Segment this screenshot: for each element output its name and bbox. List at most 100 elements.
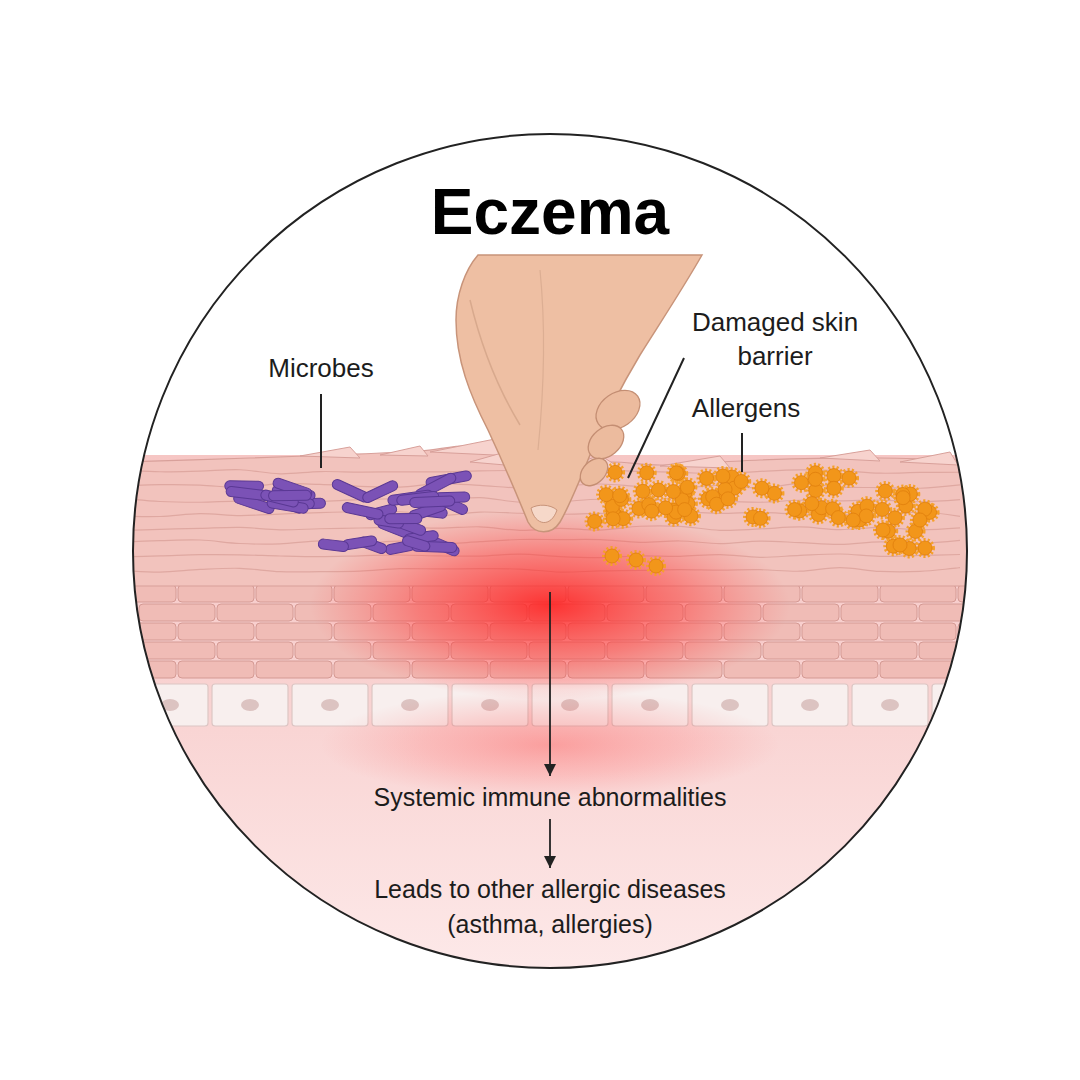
keratinocyte [802,623,878,640]
allergen-particle [645,504,659,518]
keratinocyte [100,661,176,678]
leader-line [320,394,322,468]
flow-arrow [549,819,551,868]
allergen-spikes [604,548,620,564]
allergen-particle [649,559,663,573]
allergen-particle [666,485,680,499]
allergen-particle [659,501,673,515]
lifted-flake [380,446,428,456]
keratinocyte [100,623,176,640]
flow-step: Leads to other allergic diseases (asthma… [350,872,750,942]
keratinocyte [958,661,1034,678]
keratinocyte [763,642,839,659]
keratinocyte [880,661,956,678]
pointer-arrow [549,592,551,776]
microbe-rod [341,502,383,520]
allergen-particle [755,481,769,495]
allergen-particle [588,514,602,528]
leader-line [628,358,684,478]
cell-nucleus [321,699,339,711]
allergen-particle [754,511,768,525]
allergen-particle [599,488,613,502]
allergen-particle [913,513,927,527]
allergen-spikes [650,482,666,498]
allergen-particle [918,541,932,555]
allergen-spikes [841,470,857,486]
step-text: Leads to other allergic diseases (asthma… [350,872,750,942]
allergen-spikes [639,465,655,481]
keratinocyte [880,623,956,640]
keratinocyte [841,642,917,659]
skin-cell [772,684,848,726]
cell-nucleus [961,699,979,711]
lifted-flake [820,450,880,461]
hand-shape [456,255,702,532]
allergen-particle [842,471,856,485]
frame-circle [133,134,967,968]
allergen-spikes [668,465,684,481]
allergen-particle [808,472,822,486]
allergen-spikes [635,483,651,499]
allergen-particle [734,474,748,488]
allergen-particle [700,471,714,485]
keratinocyte [178,661,254,678]
allergen-particle [629,553,643,567]
keratinocyte [61,604,137,621]
part-label: Allergens [646,392,846,426]
part-label: Damaged skin barrier [670,306,880,374]
part-label: Microbes [221,352,421,386]
skin-cell [852,684,928,726]
leader-line [741,433,743,472]
allergen-particle [608,465,622,479]
finger-crease [538,270,544,450]
allergen-particle [606,512,620,526]
allergen-particle [651,483,665,497]
allergen-particle [805,497,819,511]
keratinocyte [100,585,176,602]
keratinocyte [841,604,917,621]
keratinocyte [178,623,254,640]
keratinocyte [139,642,215,659]
allergen-particle [678,503,692,517]
allergen-particle [636,484,650,498]
finger-crease [470,300,520,425]
keratinocyte [958,585,1034,602]
allergen-particle [859,509,873,523]
allergen-spikes [587,513,603,529]
allergen-particle [831,511,845,525]
keratinocyte [802,661,878,678]
keratinocyte [958,623,1034,640]
allergen-spikes [607,464,623,480]
microbe-rod [410,496,455,508]
keratinocyte [178,585,254,602]
allergen-particle [827,469,841,483]
allergen-spikes [917,540,933,556]
allergen-particle [827,481,841,495]
allergen-particle [893,538,907,552]
microbe-rod [268,490,311,501]
step-text: Systemic immune abnormalities [310,780,790,815]
cell-nucleus [881,699,899,711]
allergen-particle [875,502,889,516]
allergen-spikes [793,475,809,491]
allergen-particle [876,523,890,537]
allergen-particle [721,492,735,506]
microbes-cluster [225,470,472,557]
allergen-spikes [648,558,664,574]
allergen-particle [896,491,910,505]
cell-nucleus [241,699,259,711]
lifted-flake [660,456,730,468]
curled-finger [582,418,631,465]
keratinocyte [802,585,878,602]
keratinocyte [217,604,293,621]
allergen-particle [888,511,902,525]
skin-cell [212,684,288,726]
keratinocyte [256,661,332,678]
cell-nucleus [801,699,819,711]
lifted-flake [300,447,360,458]
keratinocyte [217,642,293,659]
allergen-spikes [826,480,842,496]
allergen-particle [716,469,730,483]
